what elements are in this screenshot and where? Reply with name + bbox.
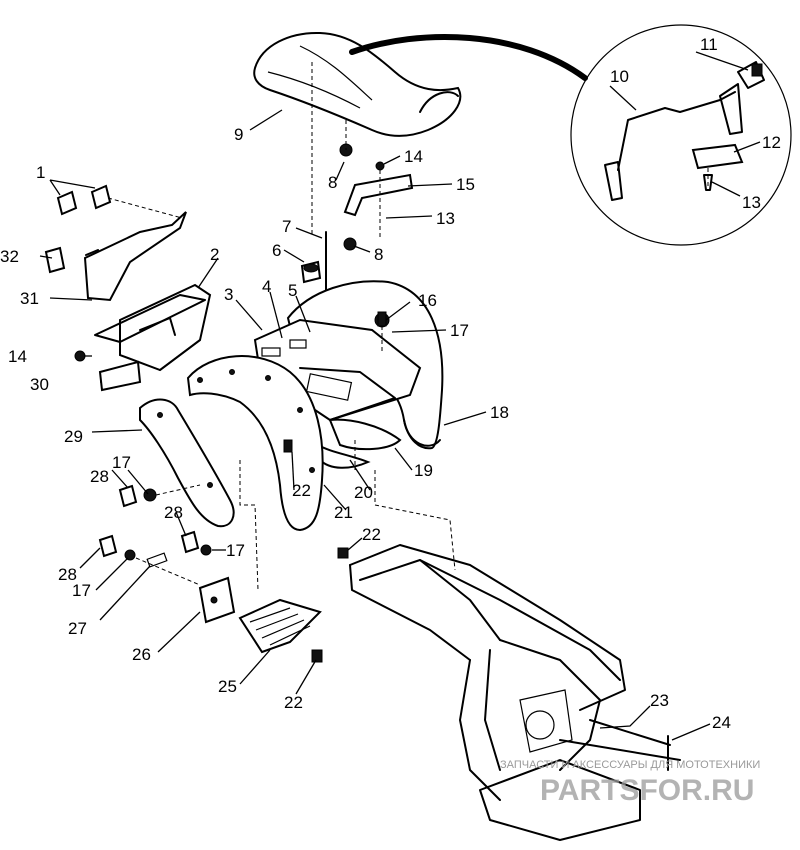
callout-15: 15 <box>456 175 475 194</box>
callout-26: 26 <box>132 645 151 664</box>
callout-25: 25 <box>218 677 237 696</box>
mud-guard <box>139 398 235 528</box>
bolt-22-mid <box>337 547 349 559</box>
watermark: ЗАПЧАСТИ И АКСЕССУАРЫ ДЛЯ МОТОТЕХНИКИ PA… <box>500 759 760 807</box>
callout-2: 2 <box>210 245 219 264</box>
watermark-logo: PARTSFOR.RU <box>540 774 754 807</box>
callout-17-left: 17 <box>72 581 91 600</box>
leader-lines <box>39 51 761 741</box>
callout-18: 18 <box>490 403 509 422</box>
latch-plate <box>691 143 744 170</box>
seat-latch-detail <box>570 24 792 246</box>
callout-14-left: 14 <box>8 347 27 366</box>
watermark-tagline: ЗАПЧАСТИ И АКСЕССУАРЫ ДЛЯ МОТОТЕХНИКИ <box>500 759 760 771</box>
callout-17-mid: 17 <box>226 541 245 560</box>
footrest <box>198 576 323 663</box>
callout-9: 9 <box>234 125 243 144</box>
callout-14-upper: 14 <box>404 147 423 166</box>
callout-31: 31 <box>20 289 39 308</box>
frame <box>239 440 681 841</box>
callout-28-mid: 28 <box>164 503 183 522</box>
callout-1: 1 <box>36 163 45 182</box>
callout-22-mid: 22 <box>362 525 381 544</box>
callout-16: 16 <box>418 291 437 310</box>
callout-17-guard: 17 <box>112 453 131 472</box>
seat <box>253 31 462 137</box>
callout-28-left: 28 <box>58 565 77 584</box>
callout-24: 24 <box>712 713 731 732</box>
left-fender <box>186 355 324 532</box>
bolt-22-upper <box>283 439 293 453</box>
callout-19: 19 <box>414 461 433 480</box>
callout-3: 3 <box>224 285 233 304</box>
mount-hardware <box>74 350 212 586</box>
callout-7: 7 <box>282 217 291 236</box>
callout-4: 4 <box>262 277 271 296</box>
callout-27: 27 <box>68 619 87 638</box>
label-30 <box>98 360 142 392</box>
callout-17-right: 17 <box>450 321 469 340</box>
callout-12: 12 <box>762 133 781 152</box>
callout-30: 30 <box>30 375 49 394</box>
callout-23: 23 <box>650 691 669 710</box>
tool-tray-cover <box>83 211 187 302</box>
seat-post <box>300 231 327 291</box>
callout-13-detail: 13 <box>742 193 761 212</box>
callout-22-upper: 22 <box>292 481 311 500</box>
callout-32: 32 <box>0 247 19 266</box>
callout-21: 21 <box>334 503 353 522</box>
callout-8-lower: 8 <box>374 245 383 264</box>
callout-13-main: 13 <box>436 209 455 228</box>
seat-bracket <box>339 120 414 251</box>
callout-29: 29 <box>64 427 83 446</box>
callout-22-lower: 22 <box>284 693 303 712</box>
detail-link-cable <box>349 34 588 81</box>
callout-11: 11 <box>700 35 718 54</box>
callout-6: 6 <box>272 241 281 260</box>
clip-32 <box>44 246 66 274</box>
callout-labels: 1 2 3 4 5 6 7 8 8 9 10 11 12 13 13 14 14… <box>0 35 781 732</box>
callout-5: 5 <box>288 281 297 300</box>
seat-latch-rod <box>617 91 736 171</box>
storage-box <box>44 184 212 392</box>
callout-8-upper: 8 <box>328 173 337 192</box>
callout-10: 10 <box>610 67 629 86</box>
callout-28-guard: 28 <box>90 467 109 486</box>
callout-20: 20 <box>354 483 373 502</box>
fender-flap-19 <box>328 418 402 451</box>
